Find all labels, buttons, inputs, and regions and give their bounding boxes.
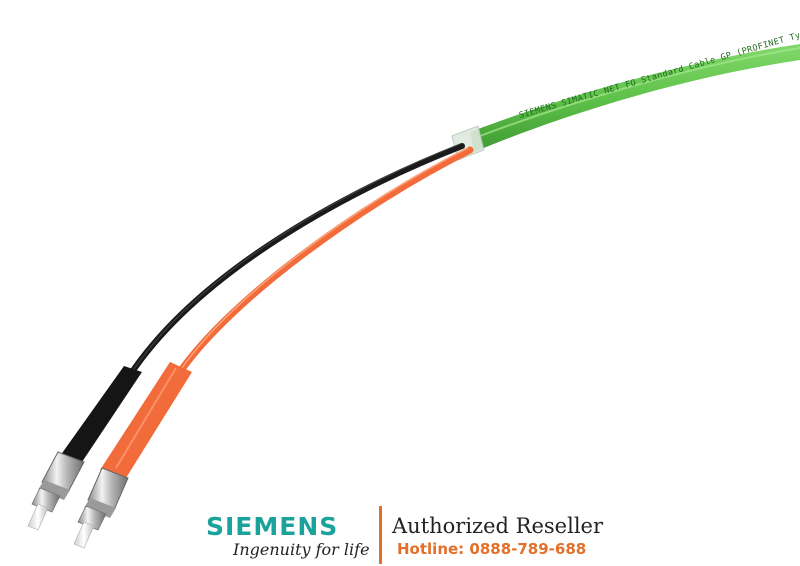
st-connector-black — [27, 451, 85, 531]
authorized-reseller-label: Authorized Reseller — [392, 514, 604, 538]
hotline-text: Hotline: 0888-789-688 — [397, 540, 587, 558]
black-connector-boot — [60, 366, 142, 462]
st-connector-orange — [73, 467, 129, 549]
banner-divider — [379, 506, 382, 564]
reseller-banner: SIEMENS Ingenuity for life Authorized Re… — [196, 506, 606, 564]
siemens-logo: SIEMENS — [206, 512, 339, 541]
logo-tagline: Ingenuity for life — [233, 540, 370, 559]
orange-connector-boot — [100, 362, 192, 478]
orange-fiber-core — [176, 146, 474, 376]
cable-print-text: SIEMENS SIMATIC NET FO Standard Cable GP… — [518, 23, 800, 121]
cable-jacket: SIEMENS SIMATIC NET FO Standard Cable GP… — [470, 23, 800, 152]
